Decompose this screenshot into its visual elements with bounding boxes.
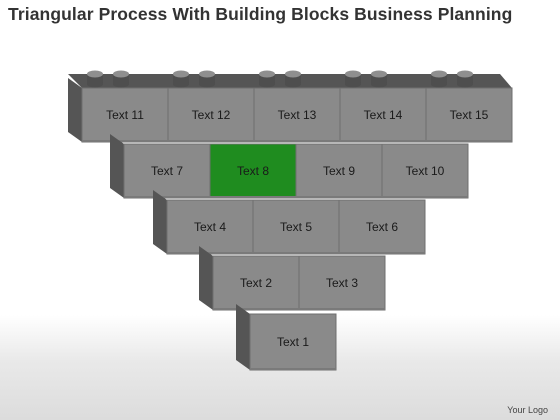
block — [166, 199, 254, 255]
block-side-face — [199, 246, 213, 310]
block-label: Text 14 — [364, 108, 403, 122]
block-label: Text 5 — [280, 220, 312, 234]
block-stud-top — [173, 70, 189, 78]
block-stud — [199, 74, 215, 84]
block — [295, 143, 383, 199]
block — [212, 255, 300, 311]
block-label: Text 8 — [237, 164, 269, 178]
block-row-shadow — [167, 252, 425, 254]
block — [381, 143, 469, 199]
block-stud-base — [345, 80, 361, 88]
block-side-face — [68, 78, 82, 142]
block-side-face — [153, 190, 167, 254]
block-stud-base — [285, 80, 301, 88]
block-stud-top — [345, 70, 361, 78]
block-stud-top — [113, 70, 129, 78]
block-stud-top — [371, 70, 387, 78]
block-row-2: Text 7 Text 8 Text 9 Text 10 — [110, 134, 469, 199]
block-label: Text 2 — [240, 276, 272, 290]
block-stud — [173, 74, 189, 84]
block-stud — [371, 74, 387, 84]
block-stud-top — [285, 70, 301, 78]
block-side-face — [110, 134, 124, 198]
block-stud — [259, 74, 275, 84]
block-label: Text 4 — [194, 220, 226, 234]
block-label: Text 11 — [106, 108, 144, 122]
block-row-1: Text 11 Text 12 Text 13 Text 14 Text 15 — [68, 70, 513, 143]
block-row-shadow — [82, 140, 512, 142]
block-row-shadow — [213, 308, 385, 310]
block-label: Text 12 — [192, 108, 231, 122]
block-stud-top — [199, 70, 215, 78]
block — [123, 143, 211, 199]
block-stud-base — [371, 80, 387, 88]
block-row-5: Text 1 — [236, 304, 337, 371]
block — [249, 313, 337, 371]
block-stud-base — [199, 80, 215, 88]
block-row-4: Text 2 Text 3 — [199, 246, 386, 311]
block-highlighted — [209, 143, 297, 199]
block-stud — [113, 74, 129, 84]
block-stud — [431, 74, 447, 84]
block-stud-top — [259, 70, 275, 78]
block-stud-base — [173, 80, 189, 88]
block — [298, 255, 386, 311]
block-row-shadow — [124, 196, 468, 198]
block-stud — [457, 74, 473, 84]
block — [167, 87, 255, 143]
block-row-3: Text 4 Text 5 Text 6 — [153, 190, 426, 255]
block-label: Text 15 — [450, 108, 489, 122]
block-label: Text 6 — [366, 220, 398, 234]
block — [252, 199, 340, 255]
logo-text: Your Logo — [507, 405, 548, 415]
block-label: Text 7 — [151, 164, 183, 178]
block-stud-base — [87, 80, 103, 88]
block-stud-top — [87, 70, 103, 78]
block — [338, 199, 426, 255]
block-row-shadow — [250, 368, 336, 370]
block-side-face — [236, 304, 250, 370]
block-label: Text 3 — [326, 276, 358, 290]
block-label: Text 13 — [278, 108, 317, 122]
block — [425, 87, 513, 143]
block-stud-base — [113, 80, 129, 88]
block-stud-top — [457, 70, 473, 78]
block-stud-base — [259, 80, 275, 88]
block-stud-base — [457, 80, 473, 88]
block-stud — [87, 74, 103, 84]
block-label: Text 9 — [323, 164, 355, 178]
block-stud — [285, 74, 301, 84]
block-stud — [345, 74, 361, 84]
block-stud-top — [431, 70, 447, 78]
block-label: Text 10 — [406, 164, 445, 178]
page-title: Triangular Process With Building Blocks … — [8, 4, 513, 24]
block-label: Text 1 — [277, 335, 309, 349]
block-stud-base — [431, 80, 447, 88]
block — [253, 87, 341, 143]
